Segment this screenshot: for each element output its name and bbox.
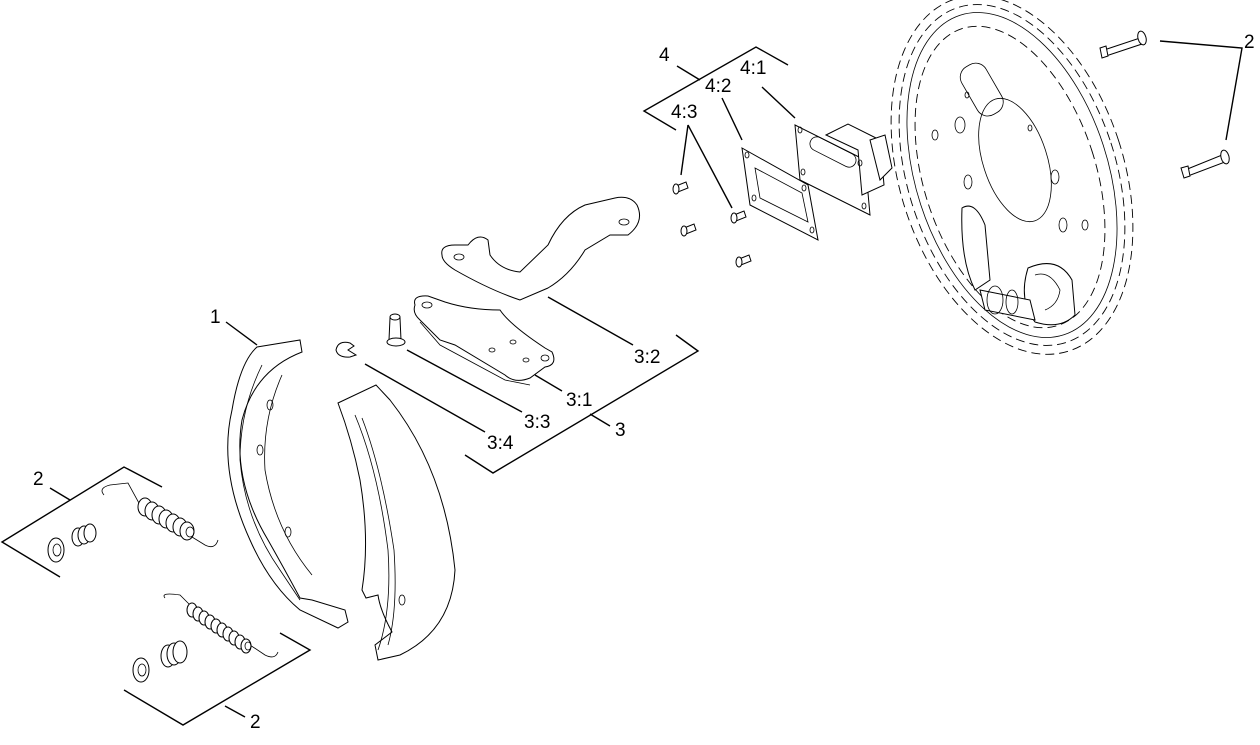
- coil-spring-lower: [160, 640, 188, 668]
- callout-3-1: 3:1: [566, 390, 593, 411]
- screws[interactable]: [672, 181, 752, 268]
- tension-spring-lower: [163, 593, 279, 658]
- backing-plate[interactable]: [848, 0, 1175, 386]
- leader-lines: [0, 46, 796, 726]
- brake-shoe-rear[interactable]: [227, 339, 349, 629]
- hold-down-pin-lower[interactable]: [1180, 149, 1231, 179]
- gasket[interactable]: [741, 147, 819, 241]
- screw-2: [730, 210, 747, 224]
- callout-3-3: 3:3: [524, 412, 551, 433]
- retainer-cup-upper: [47, 537, 65, 563]
- hold-down-spring-kit-lower[interactable]: [132, 593, 279, 683]
- screw-1: [672, 181, 689, 195]
- tension-spring-upper: [101, 482, 219, 548]
- callout-2-pins: 2: [1244, 32, 1255, 53]
- callout-2-lower-spring-kit: 2: [250, 712, 261, 733]
- callout-4: 4: [659, 45, 670, 66]
- callout-3: 3: [615, 420, 626, 441]
- retainer-cup-lower: [132, 657, 150, 683]
- lever-plate[interactable]: [413, 295, 555, 386]
- screw-3: [680, 223, 697, 237]
- e-clip[interactable]: [335, 341, 358, 358]
- callout-3-4: 3:4: [487, 433, 514, 454]
- brake-shoe-front[interactable]: [337, 384, 456, 661]
- hold-down-pin-upper[interactable]: [1099, 30, 1148, 59]
- cable-housing-plate[interactable]: [794, 123, 893, 216]
- coil-spring-upper: [71, 523, 97, 547]
- callout-4-3: 4:3: [671, 102, 698, 123]
- leader-lines-pins: [1159, 40, 1243, 141]
- callout-2-upper-spring-kit: 2: [33, 469, 44, 490]
- hold-down-spring-kit-upper[interactable]: [47, 482, 219, 563]
- screw-4: [735, 254, 752, 268]
- callout-1: 1: [210, 307, 221, 328]
- callout-4-1: 4:1: [740, 58, 767, 79]
- pivot-pin[interactable]: [386, 313, 406, 347]
- callout-4-2: 4:2: [705, 76, 732, 97]
- callout-3-2: 3:2: [634, 347, 661, 368]
- strut-lever[interactable]: [441, 196, 640, 301]
